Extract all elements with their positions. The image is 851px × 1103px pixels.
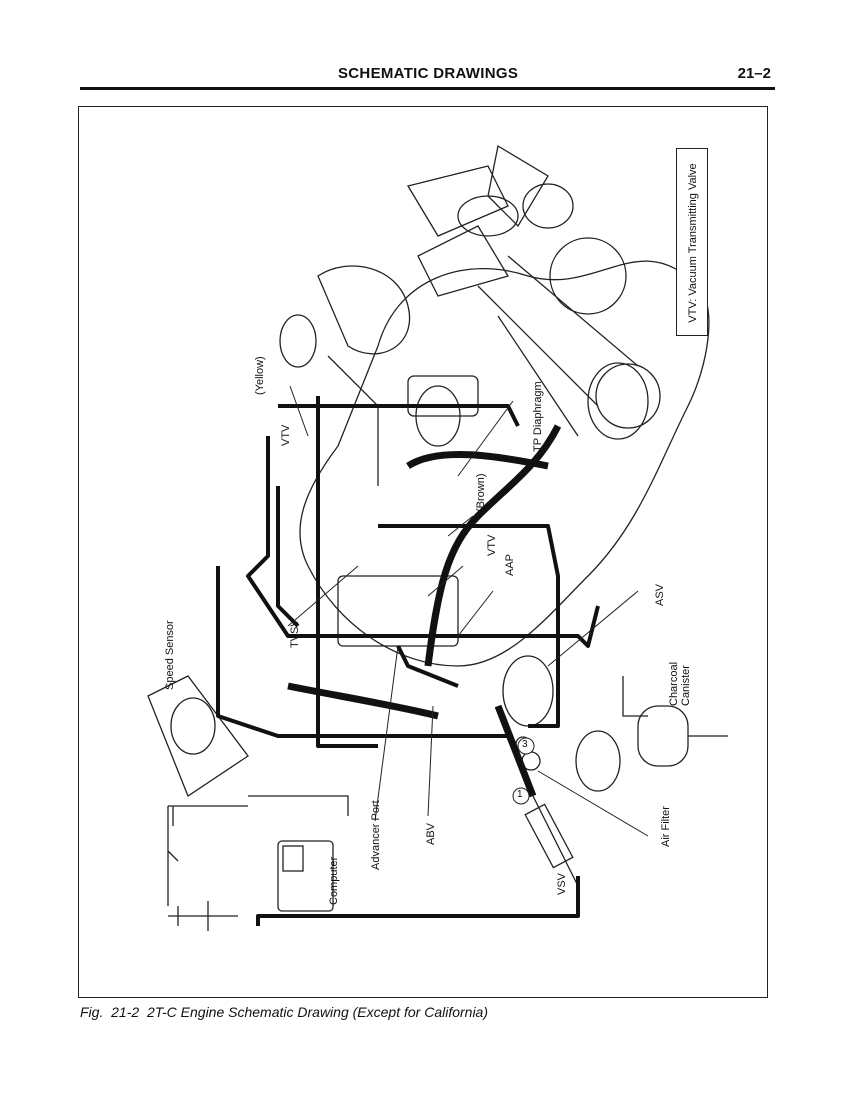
label-aap: AAP [504, 553, 516, 576]
label-advancer-port: Advancer Port [370, 800, 382, 870]
page-number: 21–2 [737, 65, 771, 82]
label-abv: ABV [425, 822, 437, 845]
label-air-filter: Air Filter [660, 806, 672, 847]
label-computer: Computer [328, 856, 340, 905]
leader-lines [287, 385, 649, 837]
label-vtv-lower: VTV [486, 534, 498, 556]
label-brown: (Brown) [475, 473, 487, 512]
caption-fig-label: Fig. [80, 1004, 104, 1020]
label-port-3: 3 [522, 739, 528, 750]
legend-box: VTV: Vacuum Transmitting Valve [676, 148, 708, 336]
label-vtv-upper: VTV [280, 424, 292, 446]
vacuum-hoses [287, 424, 562, 798]
page-header: SCHEMATIC DRAWINGS 21–2 [80, 62, 775, 90]
label-charcoal-canister: Charcoal Canister [668, 661, 692, 706]
label-speed-sensor: Speed Sensor [164, 620, 176, 690]
caption-fig-number: 21-2 [111, 1004, 140, 1020]
section-title: SCHEMATIC DRAWINGS [338, 65, 519, 82]
legend-text: VTV: Vacuum Transmitting Valve [687, 163, 699, 323]
port-1-marker [512, 787, 530, 805]
header-rule [80, 87, 775, 90]
label-tvsv: TVSV [289, 619, 301, 648]
label-port-1: 1 [517, 789, 523, 800]
label-asv: ASV [654, 583, 666, 606]
caption-text: 2T-C Engine Schematic Drawing (Except fo… [146, 1004, 489, 1020]
label-tp-diaphragm: TP Diaphragm [532, 381, 544, 452]
vacuum-lines [216, 396, 600, 926]
port-markers [512, 737, 535, 805]
engine-outline [147, 144, 728, 931]
label-vsv: VSV [556, 872, 568, 895]
label-yellow: (Yellow) [254, 356, 266, 395]
figure-caption: Fig. 21-2 2T-C Engine Schematic Drawing … [80, 1004, 488, 1020]
figure-frame [78, 106, 768, 998]
port-3-marker [517, 737, 535, 755]
engine-schematic-drawing [147, 144, 728, 931]
